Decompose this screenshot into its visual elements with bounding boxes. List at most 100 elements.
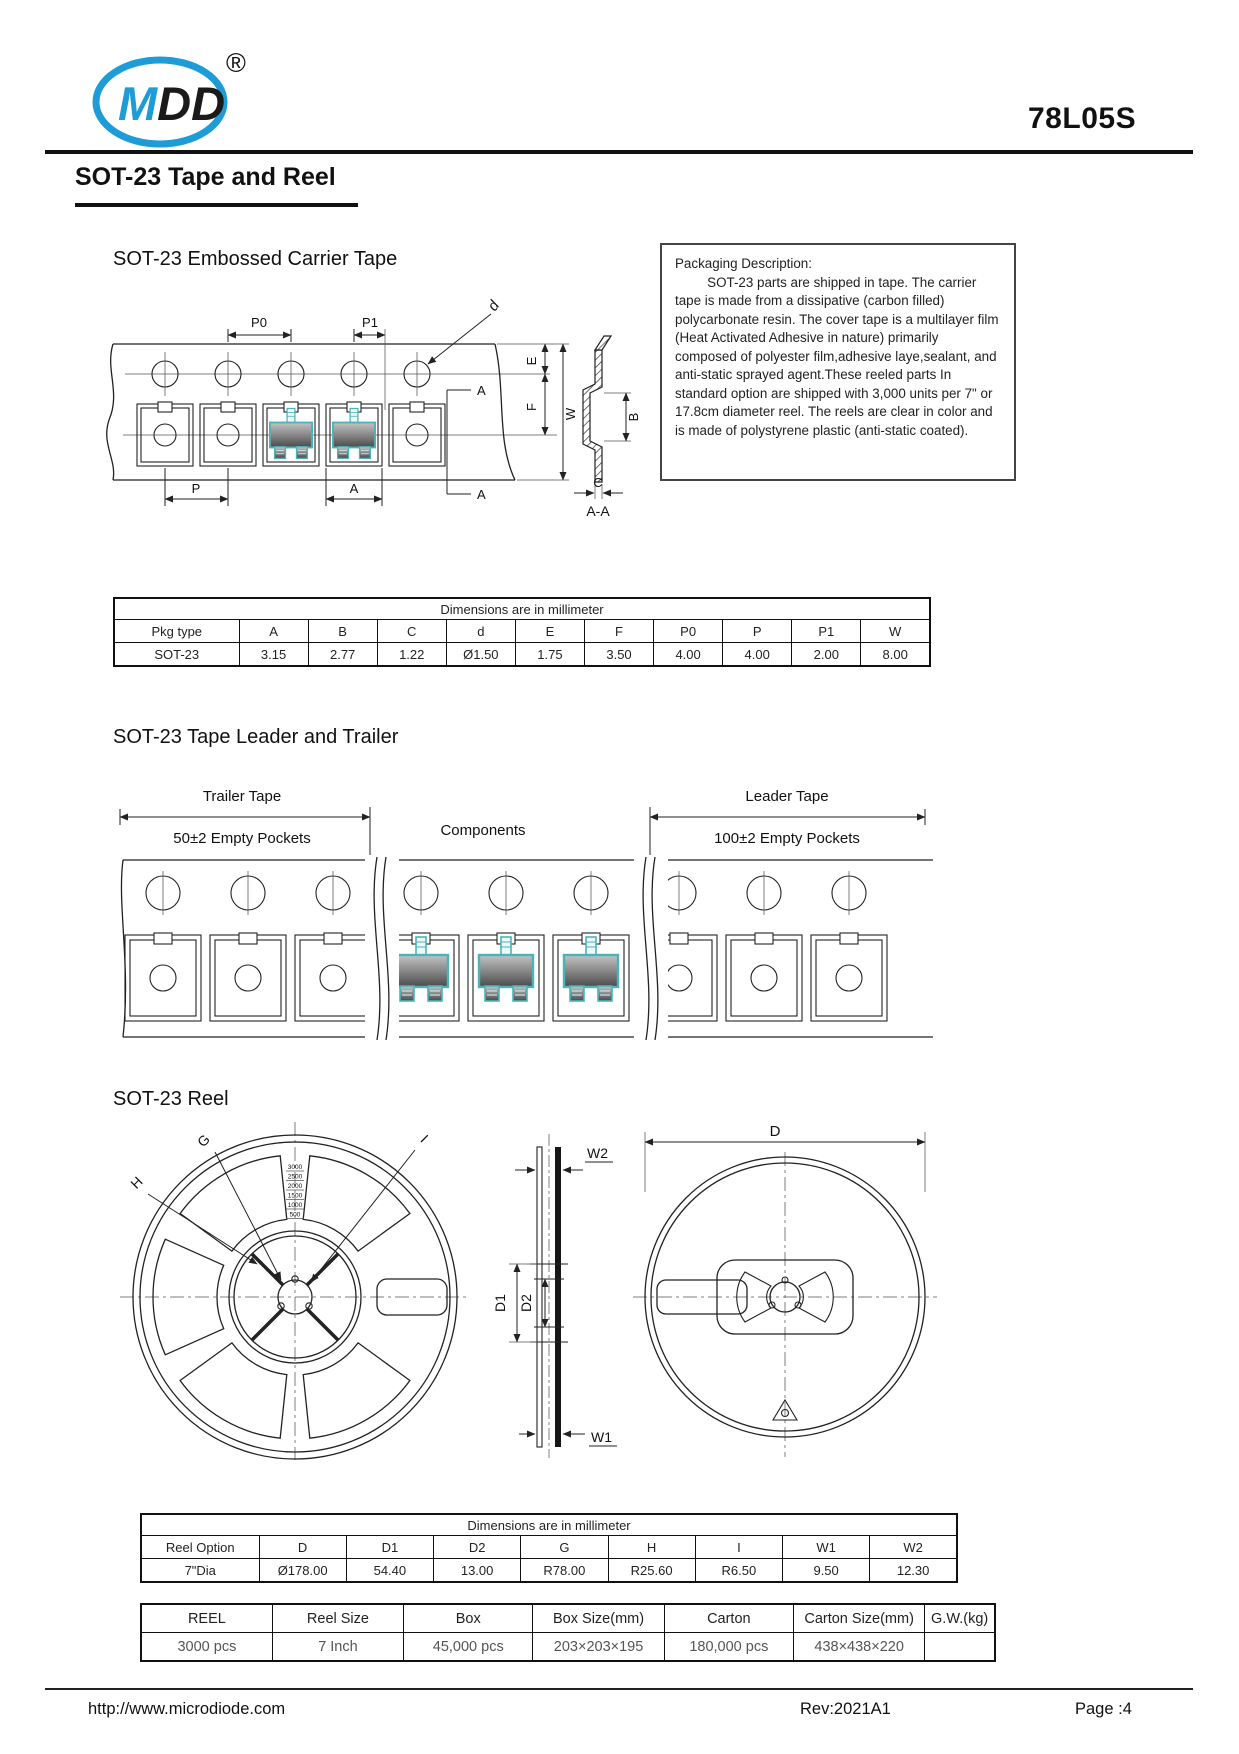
dim-label-d2: D2 xyxy=(518,1294,534,1312)
footer-page-number: Page :4 xyxy=(1075,1700,1132,1718)
trailer-tape-label: Trailer Tape xyxy=(203,788,281,805)
cell: d xyxy=(445,619,516,643)
footer-url: http://www.microdiode.com xyxy=(88,1700,286,1718)
dim-label-h: H xyxy=(127,1173,145,1191)
dim-label-g: G xyxy=(194,1131,213,1150)
svg-text:2500: 2500 xyxy=(288,1174,303,1181)
cell: W2 xyxy=(869,1535,958,1559)
leader-trailer-title: SOT-23 Tape Leader and Trailer xyxy=(113,726,399,748)
cell: E xyxy=(514,619,585,643)
cell: Carton xyxy=(663,1603,794,1633)
section-label: A-A xyxy=(586,503,610,519)
dim-label-b: B xyxy=(626,413,641,422)
part-number: 78L05S xyxy=(1028,102,1137,135)
cell: 8.00 xyxy=(860,642,931,667)
svg-text:1000: 1000 xyxy=(288,1202,303,1209)
cell: W xyxy=(860,619,931,643)
label-window-slot xyxy=(376,1278,448,1316)
cell: 4.00 xyxy=(722,642,793,667)
dim-label-w: W xyxy=(563,407,578,420)
cell: Reel Size xyxy=(271,1603,405,1633)
mdd-logo: MDD ® xyxy=(92,48,246,148)
cell: 1.22 xyxy=(376,642,447,667)
cell: I xyxy=(694,1535,784,1559)
tape-cross-section xyxy=(582,349,603,483)
table-caption: Dimensions are in millimeter xyxy=(113,597,931,620)
sot23-component xyxy=(332,407,376,460)
cell: Box Size(mm) xyxy=(532,1603,665,1633)
cell: REEL xyxy=(140,1603,273,1633)
cell: 4.00 xyxy=(653,642,724,667)
dim-label-e: E xyxy=(524,356,539,365)
cell: 1.75 xyxy=(514,642,585,667)
cell: R6.50 xyxy=(694,1558,784,1583)
cell: Carton Size(mm) xyxy=(792,1603,926,1633)
cell: 180,000 pcs xyxy=(663,1632,794,1662)
cell: 203×203×195 xyxy=(532,1632,665,1662)
cell: 13.00 xyxy=(432,1558,522,1583)
sprocket-holes xyxy=(151,352,431,396)
reel-diagram: 3000 2500 2000 1500 1000 500 G H I D1 xyxy=(120,1122,937,1460)
cell: 3.50 xyxy=(583,642,655,667)
cell: D2 xyxy=(432,1535,522,1559)
sot23-component xyxy=(269,407,313,460)
reel-scale-marks: 3000 2500 2000 1500 1000 500 xyxy=(286,1164,304,1219)
sprocket-holes xyxy=(145,871,867,915)
cell: C xyxy=(376,619,447,643)
dim-label-w1: W1 xyxy=(591,1429,612,1445)
section-mark-a-bottom: A xyxy=(477,487,486,502)
dim-label-i: I xyxy=(418,1131,432,1145)
cell: Reel Option xyxy=(140,1535,260,1559)
cell: D1 xyxy=(345,1535,435,1559)
cell: G.W.(kg) xyxy=(924,1603,996,1633)
packaging-description-body: SOT-23 parts are shipped in tape. The ca… xyxy=(675,274,999,438)
cell: 9.50 xyxy=(781,1558,871,1583)
cell: B xyxy=(307,619,378,643)
cell: Ø1.50 xyxy=(445,642,516,667)
dim-label-w2: W2 xyxy=(587,1145,608,1161)
packaging-description-title: Packaging Description: xyxy=(675,256,812,271)
logo-text: MDD xyxy=(118,77,225,130)
dim-label-p0: P0 xyxy=(251,315,267,330)
cell: Box xyxy=(403,1603,534,1633)
dim-label-f: F xyxy=(524,403,539,411)
cell: P0 xyxy=(653,619,724,643)
cell: A xyxy=(238,619,309,643)
svg-text:1500: 1500 xyxy=(288,1193,303,1200)
dim-label-d: d xyxy=(484,297,503,314)
cell: D xyxy=(258,1535,347,1559)
registered-mark-icon: ® xyxy=(226,48,246,78)
sot23-component xyxy=(392,935,450,1003)
cell xyxy=(924,1632,996,1662)
tape-break xyxy=(365,855,399,1041)
cell: 2.00 xyxy=(791,642,862,667)
hub-outline xyxy=(716,1259,854,1335)
cell: F xyxy=(583,619,655,643)
svg-text:500: 500 xyxy=(290,1212,301,1219)
cell: 7"Dia xyxy=(140,1558,260,1583)
reel-side-view: D1 D2 W2 W1 xyxy=(492,1134,617,1458)
reel-dimensions-table: Dimensions are in millimeter Reel Option… xyxy=(140,1513,958,1583)
carrier-tape-diagram: P0 P1 d A A P A E F xyxy=(106,297,641,519)
footer-revision: Rev:2021A1 xyxy=(800,1700,891,1718)
cell: SOT-23 xyxy=(113,642,240,667)
cell: 54.40 xyxy=(345,1558,435,1583)
title-underline xyxy=(75,203,358,207)
table-caption-row: Dimensions are in millimeter xyxy=(113,597,931,620)
header-rule xyxy=(45,150,1193,154)
recycle-mark-icon xyxy=(772,1398,798,1421)
reel-title: SOT-23 Reel xyxy=(113,1088,229,1110)
cell: R78.00 xyxy=(520,1558,609,1583)
cell: 438×438×220 xyxy=(792,1632,926,1662)
table-caption: Dimensions are in millimeter xyxy=(140,1513,958,1536)
cell: G xyxy=(520,1535,609,1559)
cell: P xyxy=(722,619,793,643)
cell: 7 Inch xyxy=(271,1632,405,1662)
tape-break xyxy=(634,855,668,1041)
